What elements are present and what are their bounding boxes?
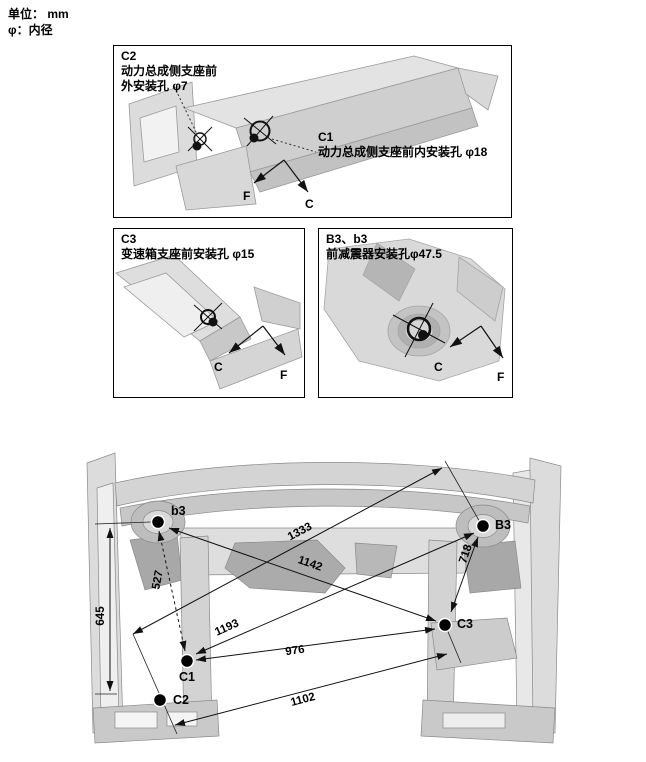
callout-box-b3: B3、b3 前减震器安装孔φ47.5 C F bbox=[318, 228, 513, 398]
dir-label-c: C bbox=[434, 360, 443, 374]
hole-marker-c3 bbox=[193, 302, 223, 332]
dir-label-c: C bbox=[305, 197, 314, 211]
dir-label-c: C bbox=[214, 360, 223, 374]
hole-marker-c1 bbox=[243, 115, 277, 147]
dir-label-f: F bbox=[497, 370, 505, 384]
line-527 bbox=[157, 530, 187, 652]
body-structure-illustration bbox=[86, 452, 562, 744]
line-1102 bbox=[174, 653, 448, 726]
point-marker-C2 bbox=[152, 692, 168, 708]
box2-title-block: C3 变速箱支座前安装孔 φ15 bbox=[121, 232, 254, 262]
box1-line2: 外安装孔 φ7 bbox=[121, 79, 188, 93]
rail-illustration-c3 bbox=[115, 254, 303, 390]
point-label-C2: C2 bbox=[173, 693, 189, 707]
dir-label-f: F bbox=[243, 189, 251, 203]
box1-title: C2 bbox=[121, 49, 137, 63]
c1-line: 动力总成侧支座前内安装孔 φ18 bbox=[318, 145, 488, 159]
diameter-label: φ：内径 bbox=[8, 23, 53, 37]
point-markers bbox=[150, 514, 491, 708]
box1-title-block: C2 动力总成侧支座前 外安装孔 φ7 bbox=[121, 49, 217, 94]
direction-arrows-box2 bbox=[228, 325, 286, 356]
dir-label-f: F bbox=[280, 368, 288, 382]
leader-c1 bbox=[271, 138, 317, 153]
direction-arrows-box3 bbox=[449, 325, 504, 359]
callout-box-c2: C2 动力总成侧支座前 外安装孔 φ7 C1 动力总成侧支座前内安装孔 φ18 … bbox=[113, 45, 512, 218]
c1-title: C1 bbox=[318, 130, 334, 144]
unit-note: 单位： mm φ：内径 bbox=[8, 6, 69, 38]
unit-label: 单位： mm bbox=[8, 7, 69, 21]
point-label-C3: C3 bbox=[457, 617, 473, 631]
point-marker-C1 bbox=[179, 653, 195, 669]
point-marker-b3 bbox=[150, 514, 166, 530]
box2-title: C3 bbox=[121, 232, 137, 246]
box3-line1: 前减震器安装孔φ47.5 bbox=[326, 247, 442, 261]
strut-tower-illustration bbox=[323, 238, 506, 382]
rail-illustration-c2 bbox=[128, 55, 499, 211]
point-marker-B3 bbox=[475, 518, 491, 534]
line-718 bbox=[450, 536, 479, 613]
hole-marker-c2 bbox=[187, 126, 213, 152]
main-dimension-diagram: b3 B3 C1 C2 C3 1333 1142 1193 976 1102 5… bbox=[85, 428, 565, 760]
point-label-C1: C1 bbox=[179, 670, 195, 684]
point-label-b3: b3 bbox=[171, 504, 186, 518]
hole-marker-b3 bbox=[392, 302, 446, 358]
point-label-B3: B3 bbox=[495, 518, 511, 532]
box3-title: B3、b3 bbox=[326, 232, 368, 246]
callout-box-c3: C3 变速箱支座前安装孔 φ15 C F bbox=[113, 228, 305, 398]
point-marker-C3 bbox=[437, 617, 453, 633]
box1-line1: 动力总成侧支座前 bbox=[121, 64, 218, 78]
c1-callout: C1 动力总成侧支座前内安装孔 φ18 bbox=[318, 130, 487, 160]
measurement-lines bbox=[106, 467, 479, 726]
direction-arrows-box1 bbox=[253, 159, 309, 193]
measurement-label-645: 645 bbox=[95, 606, 107, 626]
box3-title-block: B3、b3 前减震器安装孔φ47.5 bbox=[326, 232, 442, 262]
line-976 bbox=[195, 626, 436, 663]
box2-line1: 变速箱支座前安装孔 φ15 bbox=[121, 247, 255, 261]
